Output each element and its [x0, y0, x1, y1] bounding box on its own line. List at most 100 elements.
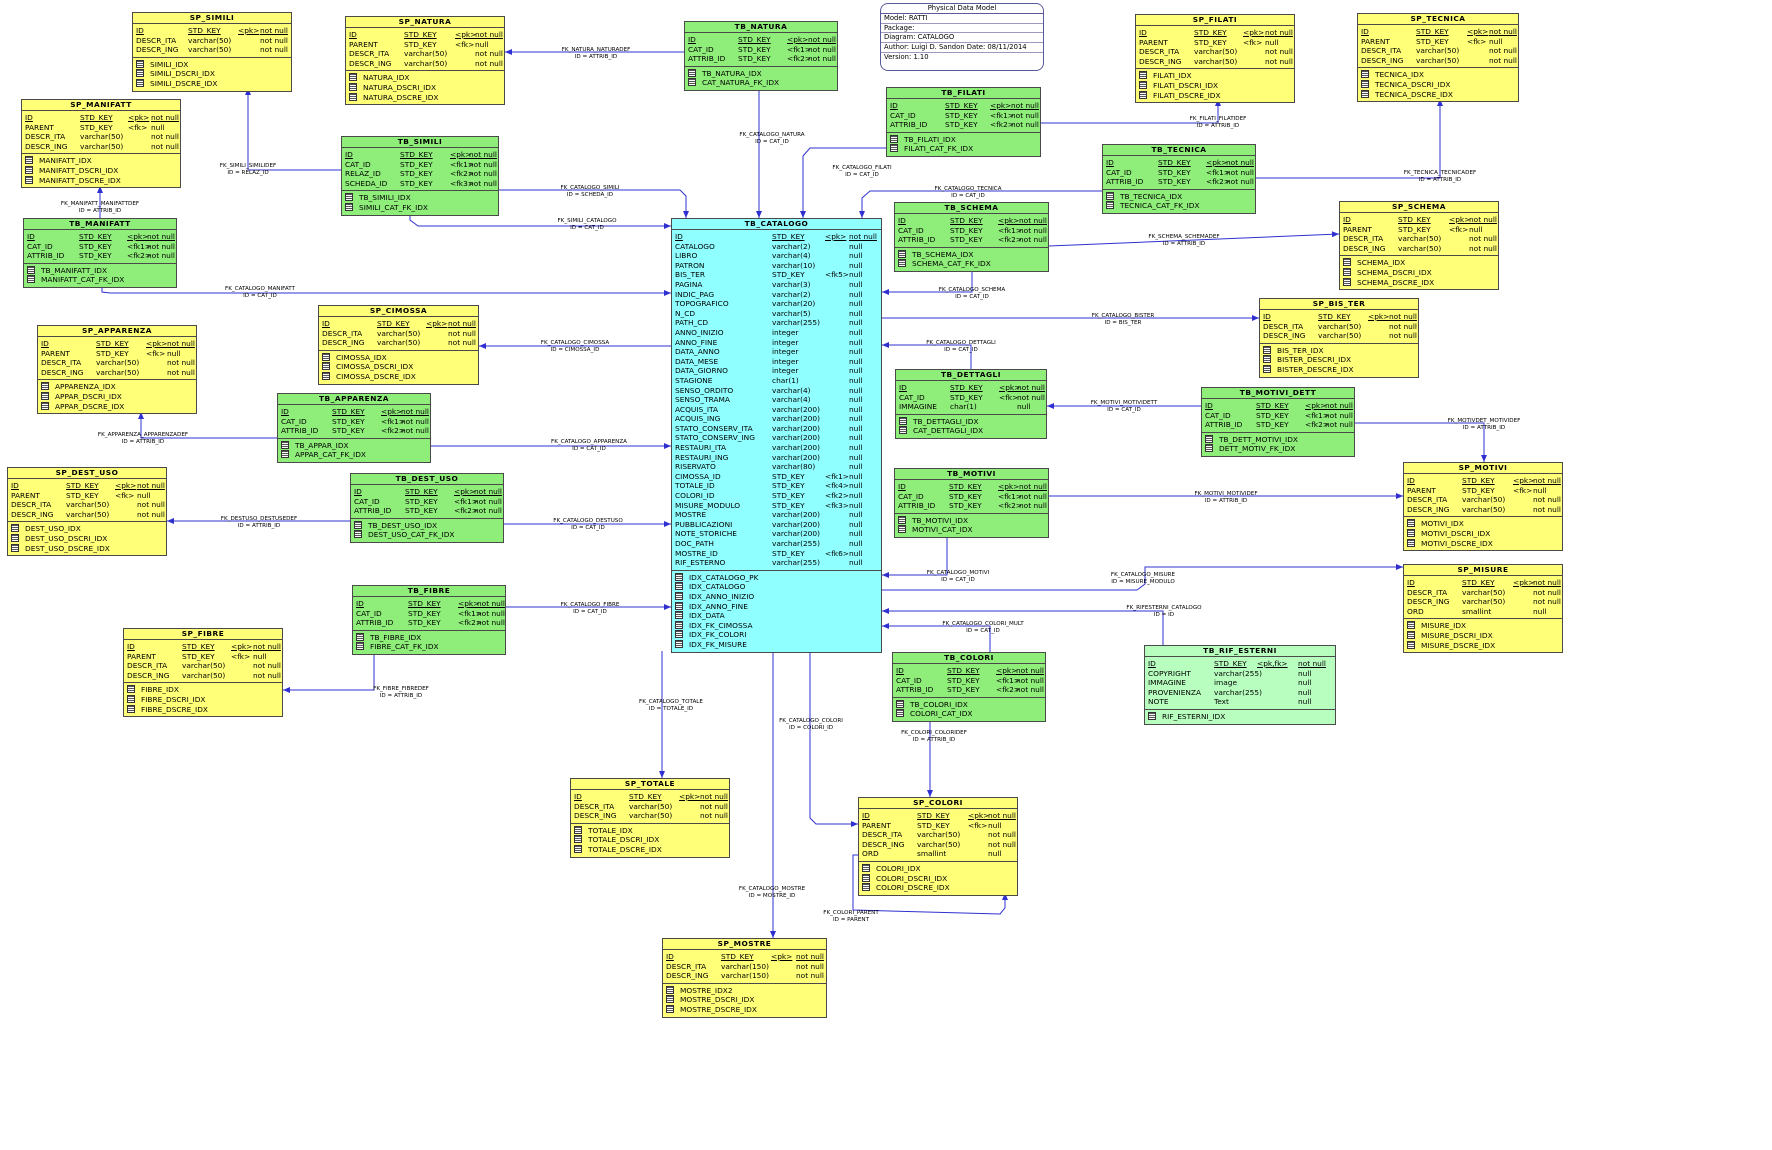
- column-name: RESTAURI_ITA: [675, 443, 727, 453]
- index-name: DEST_USO_IDX: [25, 524, 81, 534]
- index-row: FILATI_IDX: [1139, 71, 1291, 81]
- column-type: STD_KEY: [947, 666, 980, 675]
- column-type: varchar(50): [188, 45, 232, 55]
- index-icon: [27, 275, 35, 284]
- relation-name: FK_CATALOGO_COLORI_MULT: [942, 621, 1024, 627]
- column-name: ID: [345, 150, 353, 159]
- column-type: STD_KEY: [1398, 224, 1431, 234]
- arrowhead-icon: [882, 289, 889, 295]
- index-name: TB_SIMILI_IDX: [359, 193, 411, 203]
- column-nullability: null: [253, 651, 267, 661]
- index-row: IDX_CATALOGO: [675, 582, 878, 592]
- index-name: COLORI_DSCRI_IDX: [876, 873, 948, 883]
- column-name: ID: [356, 599, 364, 608]
- column-nullability: not null: [988, 839, 1016, 849]
- index-row: MOTIVI_CAT_IDX: [898, 525, 1045, 535]
- column-type: varchar(50): [917, 830, 961, 840]
- column-name: ID: [890, 101, 898, 110]
- index-row: SCHEMA_DSCRI_IDX: [1343, 267, 1495, 278]
- index-icon: [1407, 538, 1415, 547]
- entity-title: SP_MOSTRE: [663, 939, 826, 950]
- column-key: <pk>: [1206, 158, 1228, 167]
- column-key: <pk>: [996, 666, 1018, 675]
- column-type: varchar(50): [917, 839, 961, 849]
- column-type: STD_KEY: [1416, 27, 1449, 36]
- column-nullability: null: [988, 820, 1002, 830]
- column-name: DESCR_ING: [666, 971, 709, 981]
- column-type: varchar(255): [1214, 668, 1262, 678]
- column-nullability: not null: [700, 811, 728, 821]
- column-nullability: null: [849, 500, 863, 510]
- relation-name: FK_FILATI_FILATIDEF: [1189, 116, 1247, 122]
- index-row: IDX_ANNO_FINE: [675, 601, 878, 612]
- arrowhead-icon: [97, 186, 103, 193]
- column-key: <fk3>: [825, 500, 849, 510]
- index-name: SCHEMA_DSCRE_IDX: [1357, 277, 1435, 287]
- column-key: <fk>: [968, 820, 988, 830]
- index-name: MISURE_DSCRE_IDX: [1421, 640, 1496, 650]
- column-key: <fk1>: [990, 110, 1014, 120]
- column-name: DESCR_ITA: [25, 132, 66, 142]
- column-key: <pk>: [1305, 401, 1327, 410]
- index-row: MISURE_DSCRE_IDX: [1407, 640, 1559, 651]
- arrowhead-icon: [664, 521, 671, 527]
- index-name: IDX_FK_CIMOSSA: [689, 620, 753, 630]
- column-type: varchar(4): [772, 385, 811, 395]
- column-nullability: not null: [796, 961, 824, 971]
- index-name: TECNICA_DSCRI_IDX: [1375, 79, 1451, 89]
- index-row: IDX_FK_MISURE: [675, 639, 878, 650]
- column-name: ID: [896, 666, 904, 675]
- index-row: TB_NATURA_IDX: [688, 68, 834, 79]
- arrowhead-icon: [167, 518, 174, 524]
- column-key: <fk5>: [825, 270, 849, 280]
- index-row: CIMOSSA_DSCRI_IDX: [322, 362, 475, 372]
- column-type: varchar(200): [772, 529, 820, 539]
